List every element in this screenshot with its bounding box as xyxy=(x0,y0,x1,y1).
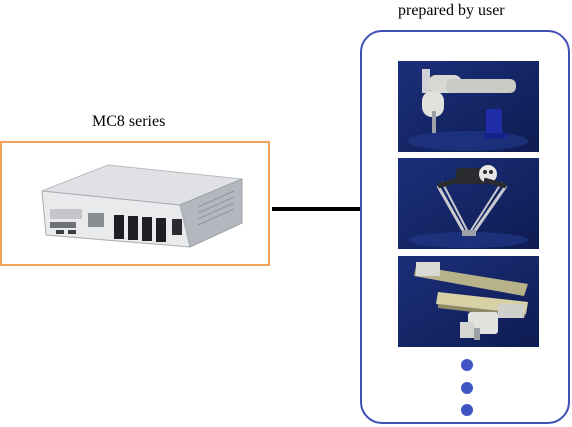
mc8-controller-image xyxy=(41,164,243,248)
front-slot-b xyxy=(50,222,76,228)
terminal-block-1 xyxy=(114,215,124,239)
robots-caption: prepared by user xyxy=(398,2,505,19)
power-switch xyxy=(172,219,182,235)
scara-robot-image xyxy=(398,61,539,152)
more-indicator-dot xyxy=(461,382,473,394)
controller-caption: MC8 series xyxy=(92,113,166,130)
terminal-block-2 xyxy=(128,216,138,240)
port-1 xyxy=(56,230,64,234)
terminal-block-4 xyxy=(156,218,166,242)
connector-line xyxy=(272,207,361,211)
delta-robot-image xyxy=(398,158,539,249)
more-indicator-dot xyxy=(461,404,473,416)
front-slot-c xyxy=(88,213,104,227)
robot-panel xyxy=(360,30,570,424)
side-vents xyxy=(197,190,235,226)
front-slot-a xyxy=(50,209,82,219)
port-2 xyxy=(68,230,76,234)
terminal-block-3 xyxy=(142,217,152,241)
cartesian-robot-image xyxy=(398,256,539,347)
controller-box xyxy=(0,141,270,266)
more-indicator-dot xyxy=(461,359,473,371)
